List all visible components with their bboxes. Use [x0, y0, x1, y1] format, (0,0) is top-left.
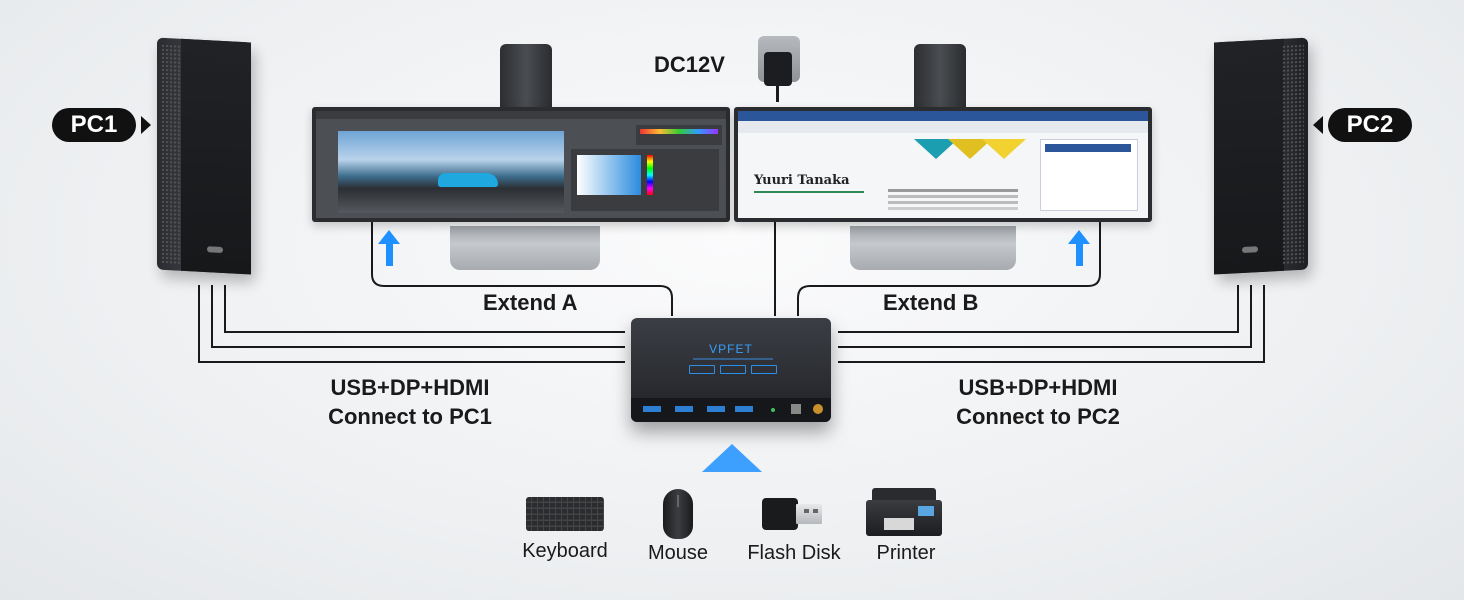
printer-label: Printer: [876, 542, 936, 564]
keyboard-icon: [526, 497, 604, 531]
peripherals-arrow-icon: [702, 444, 762, 472]
monitor-a: [312, 107, 730, 222]
power-label: DC12V: [654, 52, 725, 77]
kvm-brand: VPFET: [709, 342, 753, 356]
pc1-tower: [157, 37, 251, 275]
monitor-b-base: [850, 226, 1016, 270]
photo-canvas: [338, 131, 564, 213]
pc1-label-text: PC1: [70, 111, 118, 138]
pc2-tower: [1214, 37, 1308, 275]
keyboard-label: Keyboard: [522, 540, 608, 562]
pc2-label: PC2: [1328, 108, 1412, 142]
usb-port-4: [735, 406, 753, 412]
kvm-button-2: [720, 365, 746, 374]
logo-shape-icon: [914, 139, 958, 159]
monitor-a-screen: [316, 111, 726, 218]
pc1-cable-hdmi: [198, 285, 625, 363]
pc1-label: PC1: [52, 108, 136, 142]
monitor-a-base: [450, 226, 600, 270]
color-picker-panel: [571, 149, 719, 211]
monitor-b-screen: Yuuri Tanaka: [738, 111, 1148, 218]
kvm-button-1: [689, 365, 715, 374]
usb-port-3: [707, 406, 725, 412]
flash-disk-icon: [762, 498, 824, 530]
mouse-icon: [663, 489, 693, 539]
kvm-switch: VPFET: [631, 318, 831, 422]
pc2-pointer-icon: [1313, 116, 1323, 134]
switch-button: [791, 404, 801, 414]
printer-icon: [866, 488, 942, 540]
car-icon: [438, 173, 498, 187]
connect-pc1-line2: Connect to PC1: [328, 404, 492, 429]
usb-port-1: [643, 406, 661, 412]
usb-port-2: [675, 406, 693, 412]
extend-a-arrow-icon: [378, 230, 400, 266]
kvm-button-3: [751, 365, 777, 374]
mouse-label: Mouse: [647, 542, 709, 564]
side-pane: [1040, 139, 1138, 211]
pc1-cable-usb: [224, 285, 625, 333]
pc2-cable-usb: [838, 285, 1239, 333]
power-cable: [776, 86, 779, 102]
peripheral-flash-disk: [762, 498, 824, 530]
monitor-a-stand: [500, 44, 552, 114]
flash-disk-label: Flash Disk: [747, 542, 841, 564]
extend-b-cable: [797, 222, 1101, 316]
indicator-led: [771, 408, 775, 412]
monitor-b-stand: [914, 44, 966, 114]
pc1-pointer-icon: [141, 116, 151, 134]
extend-a-cable: [371, 222, 673, 316]
connect-pc2-label: USB+DP+HDMI Connect to PC2: [928, 373, 1148, 431]
power-adapter-icon: [764, 52, 792, 86]
extend-a-label: Extend A: [483, 290, 578, 315]
extend-b-arrow-icon: [1068, 230, 1090, 266]
pc2-cable-hdmi: [838, 285, 1265, 363]
resume-name: Yuuri Tanaka: [754, 173, 850, 188]
peripheral-keyboard: [526, 497, 604, 531]
peripheral-mouse: [663, 489, 693, 539]
connect-pc1-label: USB+DP+HDMI Connect to PC1: [300, 373, 520, 431]
pc2-label-text: PC2: [1346, 111, 1394, 138]
connect-pc1-line1: USB+DP+HDMI: [330, 375, 490, 400]
extend-b-label: Extend B: [883, 290, 979, 315]
connect-pc2-line2: Connect to PC2: [956, 404, 1120, 429]
pc1-cable-dp: [211, 285, 625, 348]
connect-pc2-line1: USB+DP+HDMI: [958, 375, 1118, 400]
peripheral-printer: [866, 488, 942, 540]
pc2-cable-dp: [838, 285, 1252, 348]
monitor-b: Yuuri Tanaka: [734, 107, 1152, 222]
power-jack: [813, 404, 823, 414]
